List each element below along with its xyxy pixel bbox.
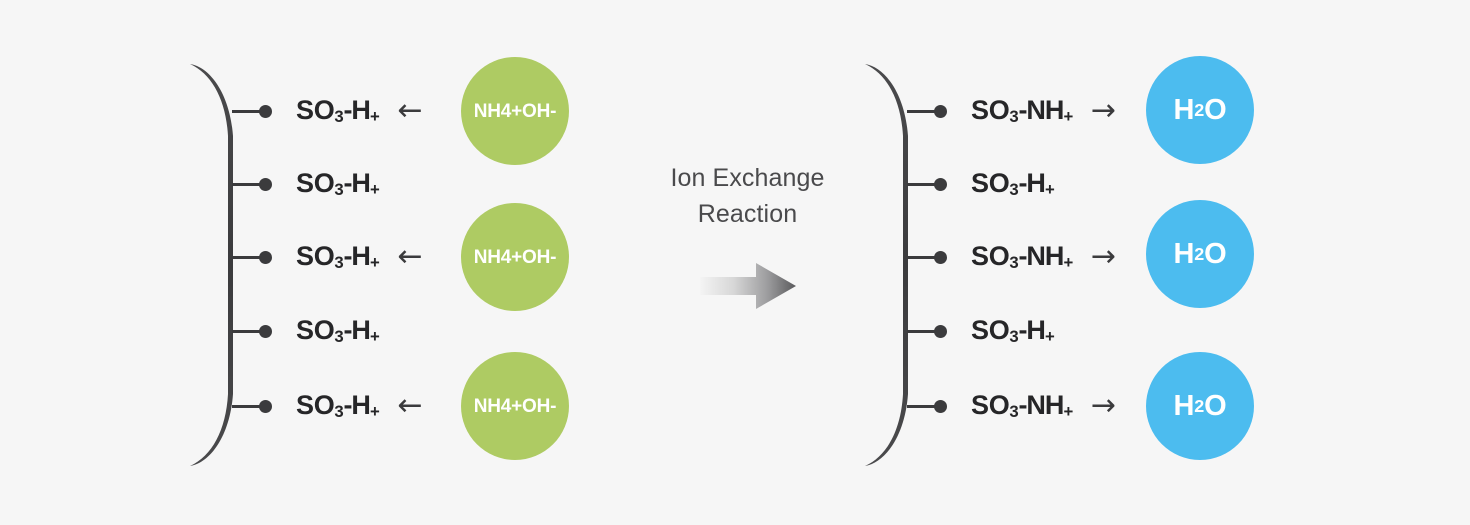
formula-label: SO3-H+ [296, 167, 380, 199]
chain-stem [232, 404, 260, 408]
chain-node-dot [259, 177, 272, 191]
chain-node-dot [259, 250, 272, 264]
chain-stem [907, 109, 935, 113]
formula-label: SO3-NH+ [971, 94, 1073, 126]
resin-block-after: SO3-NH+ → SO3-H+ SO3-NH+ → SO3-H+ SO3-NH… [855, 0, 1285, 525]
formula-label: SO3-H+ [296, 389, 380, 421]
chain-row: SO3-H+ ← [232, 384, 423, 428]
chain-row: SO3-NH+ → [907, 235, 1116, 279]
reaction-arrow-left-icon: ← [397, 239, 423, 274]
formula-label: SO3-NH+ [971, 240, 1073, 272]
chain-node-dot [934, 399, 947, 413]
reaction-title: Ion Exchange Reaction [620, 160, 875, 233]
chain-row: SO3-NH+ → [907, 384, 1116, 428]
formula-label: SO3-H+ [971, 167, 1055, 199]
reactant-circle-ammonium: NH4+OH- [461, 203, 569, 311]
reactant-circle-ammonium: NH4+OH- [461, 57, 569, 165]
chain-row: SO3-NH+ → [907, 89, 1116, 133]
reaction-title-line1: Ion Exchange [670, 164, 825, 192]
center-arrow-wrapper [620, 261, 875, 311]
reaction-arrow-right-icon: → [1090, 239, 1117, 274]
chain-node-dot [934, 104, 947, 118]
chain-stem [232, 255, 260, 259]
formula-label: SO3-NH+ [971, 389, 1073, 421]
reaction-arrow-right-icon: → [1090, 93, 1117, 128]
center-panel: Ion Exchange Reaction [620, 160, 875, 311]
chain-row: SO3-H+ [232, 162, 380, 206]
chain-node-dot [934, 250, 947, 264]
thick-right-arrow-icon [699, 262, 796, 309]
formula-label: SO3-H+ [296, 240, 380, 272]
resin-block-before: SO3-H+ ← SO3-H+ SO3-H+ ← SO3-H+ SO3-H+ [180, 0, 600, 525]
chain-row: SO3-H+ [232, 309, 380, 353]
reaction-arrow-right-icon: → [1090, 388, 1117, 423]
formula-label: SO3-H+ [971, 314, 1055, 346]
chain-stem [907, 329, 935, 333]
reaction-arrow-left-icon: ← [397, 93, 423, 128]
chain-row: SO3-H+ ← [232, 235, 423, 279]
chain-row: SO3-H+ [907, 162, 1055, 206]
chain-stem [907, 255, 935, 259]
chain-node-dot [259, 324, 272, 338]
chain-node-dot [259, 104, 272, 118]
chain-node-dot [259, 399, 272, 413]
chain-row: SO3-H+ [907, 309, 1055, 353]
bracket-shape [865, 64, 908, 466]
chain-node-dot [934, 324, 947, 338]
arrow-shape [699, 262, 796, 309]
chain-stem [907, 404, 935, 408]
chain-stem [907, 182, 935, 186]
formula-label: SO3-H+ [296, 94, 380, 126]
chain-stem [232, 109, 260, 113]
chain-stem [232, 329, 260, 333]
formula-label: SO3-H+ [296, 314, 380, 346]
chain-row: SO3-H+ ← [232, 89, 423, 133]
reaction-arrow-left-icon: ← [397, 388, 423, 423]
chain-node-dot [934, 177, 947, 191]
reactant-circle-ammonium: NH4+OH- [461, 352, 569, 460]
chain-stem [232, 182, 260, 186]
bracket-shape [190, 64, 233, 466]
reaction-title-line2: Reaction [697, 200, 798, 229]
